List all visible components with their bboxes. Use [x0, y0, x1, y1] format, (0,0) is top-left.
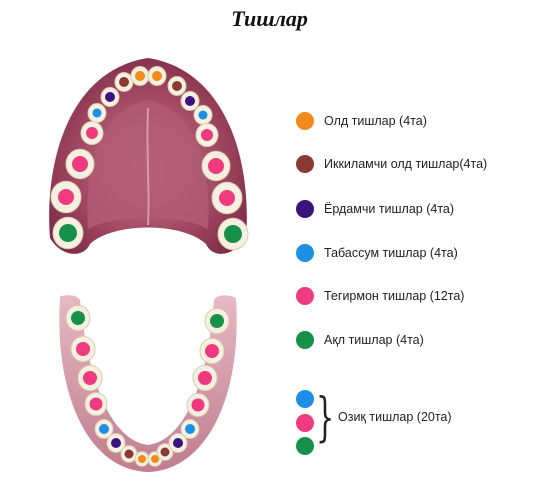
lower-jaw — [59, 295, 237, 472]
upper-tooth — [114, 72, 134, 92]
lower-tooth — [120, 445, 138, 463]
legend-label: Иккиламчи олд тишлар(4та) — [324, 157, 488, 171]
lower-tooth — [94, 419, 114, 439]
upper-tooth — [87, 103, 107, 123]
group-dot-green — [296, 437, 314, 455]
legend-label: Табассум тишлар (4та) — [324, 246, 458, 260]
upper-teeth — [50, 66, 249, 251]
curly-brace: } — [316, 388, 335, 448]
upper-tooth — [100, 87, 120, 107]
upper-jaw — [49, 58, 249, 254]
legend-dot — [296, 112, 314, 130]
upper-tooth — [130, 66, 150, 86]
upper-tooth — [195, 122, 219, 148]
legend-item-wisdom: Ақл тишлар (4та) — [296, 330, 424, 350]
upper-tooth — [50, 180, 82, 214]
group-dot-blue — [296, 390, 314, 408]
lower-tooth — [134, 451, 150, 467]
legend-item-front: Олд тишлар (4та) — [296, 111, 427, 131]
page-title: Тишлар — [231, 6, 308, 31]
lower-tooth — [77, 364, 103, 392]
upper-tooth — [65, 148, 95, 180]
lower-tooth — [84, 391, 108, 417]
upper-tooth — [52, 216, 84, 250]
lower-tooth — [180, 419, 200, 439]
upper-tooth — [147, 66, 167, 86]
upper-tooth — [193, 105, 213, 125]
legend-item-secondary-front: Иккиламчи олд тишлар(4та) — [296, 154, 487, 174]
legend-label: Ёрдамчи тишлар (4та) — [324, 202, 455, 216]
lower-tooth — [204, 307, 230, 335]
upper-tooth — [201, 150, 231, 182]
lower-tooth — [168, 433, 188, 453]
legend-label: Тегирмон тишлар (12та) — [324, 289, 465, 303]
legend-label: Олд тишлар (4та) — [324, 114, 427, 128]
legend-dot — [296, 287, 314, 305]
group-dot-pink — [296, 414, 314, 432]
chewing-teeth-group: } Озиқ тишлар (20та) — [296, 388, 526, 458]
lower-tooth — [199, 337, 225, 365]
group-label: Озиқ тишлар (20та) — [338, 410, 452, 424]
legend-dot — [296, 244, 314, 262]
legend-item-molar: Тегирмон тишлар (12та) — [296, 286, 464, 306]
lower-tooth — [106, 433, 126, 453]
lower-tooth — [70, 335, 96, 363]
lower-tooth — [156, 443, 174, 461]
upper-tooth — [211, 181, 243, 215]
legend-dot — [296, 200, 314, 218]
lower-teeth — [65, 304, 230, 467]
lower-tooth — [65, 304, 91, 332]
upper-tooth — [217, 217, 249, 251]
upper-tooth — [180, 91, 200, 111]
legend-dot — [296, 155, 314, 173]
legend-item-auxiliary: Ёрдамчи тишлар (4та) — [296, 199, 454, 219]
lower-tooth — [192, 364, 218, 392]
legend-item-smile: Табассум тишлар (4та) — [296, 243, 458, 263]
upper-tooth — [80, 120, 104, 146]
palate-raphe — [146, 107, 150, 226]
legend-label: Ақл тишлар (4та) — [324, 333, 424, 347]
legend-dot — [296, 331, 314, 349]
upper-tooth — [167, 76, 187, 96]
lower-tooth — [186, 392, 210, 418]
